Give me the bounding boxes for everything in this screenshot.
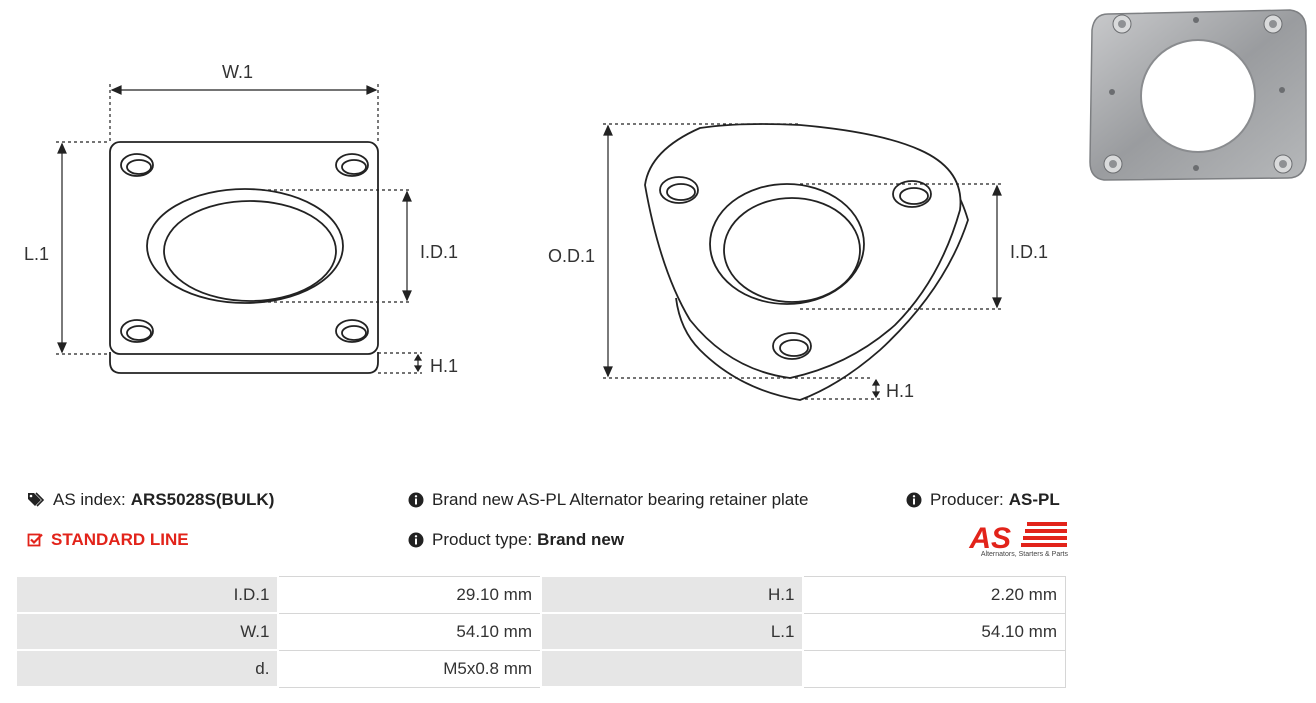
- round-plate-dimensions: [603, 123, 1002, 400]
- logo-mark: AS: [968, 522, 1011, 555]
- dim-label-id1-square: I.D.1: [420, 242, 458, 262]
- param-label: [540, 649, 805, 688]
- info-icon: [408, 492, 424, 508]
- as-pl-logo: AS: [968, 522, 1067, 555]
- product-photo: [1089, 9, 1307, 181]
- table-row: I.D.1 29.10 mm H.1 2.20 mm: [14, 575, 1067, 614]
- logo-tagline: Alternators, Starters & Parts: [980, 551, 1068, 558]
- square-plate-dimensions: [56, 84, 423, 374]
- standard-line-badge: STANDARD LINE: [27, 530, 189, 550]
- product-type-label: Product type:: [432, 530, 533, 549]
- param-label: W.1: [14, 612, 280, 651]
- dim-label-id1-round: I.D.1: [1010, 242, 1048, 262]
- parameters-table: I.D.1 29.10 mm H.1 2.20 mm W.1 54.10 mm …: [14, 575, 1067, 688]
- param-value: 29.10 mm: [277, 575, 542, 614]
- technical-drawing: W.1 L.1 I.D.1 H.1 O.D.1 I.D.1 H.: [24, 9, 1307, 401]
- product-description: Brand new AS-PL Alternator bearing retai…: [408, 490, 808, 510]
- producer: Producer: AS-PL: [906, 490, 1060, 510]
- dim-label-h1-square: H.1: [430, 356, 458, 376]
- param-label: H.1: [540, 575, 805, 614]
- param-label: I.D.1: [14, 575, 280, 614]
- product-type-value: Brand new: [537, 530, 625, 549]
- dim-label-w1: W.1: [222, 62, 253, 82]
- description-text: Brand new AS-PL Alternator bearing retai…: [432, 490, 809, 509]
- tags-icon: [28, 492, 45, 507]
- checkbox-checked-icon: [27, 533, 43, 547]
- producer-label: Producer:: [930, 490, 1004, 509]
- as-index-value: ARS5028S(BULK): [130, 490, 275, 509]
- param-value: [802, 649, 1067, 688]
- dim-label-h1-round: H.1: [886, 381, 914, 401]
- info-icon: [408, 532, 424, 548]
- producer-value: AS-PL: [1008, 490, 1060, 509]
- param-label: L.1: [540, 612, 805, 651]
- param-value: M5x0.8 mm: [277, 649, 542, 688]
- product-type: Product type: Brand new: [408, 530, 624, 550]
- info-icon: [906, 492, 922, 508]
- table-row: d. M5x0.8 mm: [14, 649, 1067, 688]
- as-index-label: AS index:: [53, 490, 126, 509]
- param-value: 54.10 mm: [802, 612, 1067, 651]
- dim-label-l1: L.1: [24, 244, 49, 264]
- as-index: AS index: ARS5028S(BULK): [27, 490, 274, 510]
- round-plate-drawing: [644, 123, 969, 401]
- param-label: d.: [14, 649, 280, 688]
- param-value: 54.10 mm: [277, 612, 542, 651]
- table-row: W.1 54.10 mm L.1 54.10 mm: [14, 612, 1067, 651]
- param-value: 2.20 mm: [802, 575, 1067, 614]
- square-plate-drawing: [109, 141, 379, 374]
- dim-label-od1: O.D.1: [548, 246, 595, 266]
- standard-line-label: STANDARD LINE: [51, 530, 189, 549]
